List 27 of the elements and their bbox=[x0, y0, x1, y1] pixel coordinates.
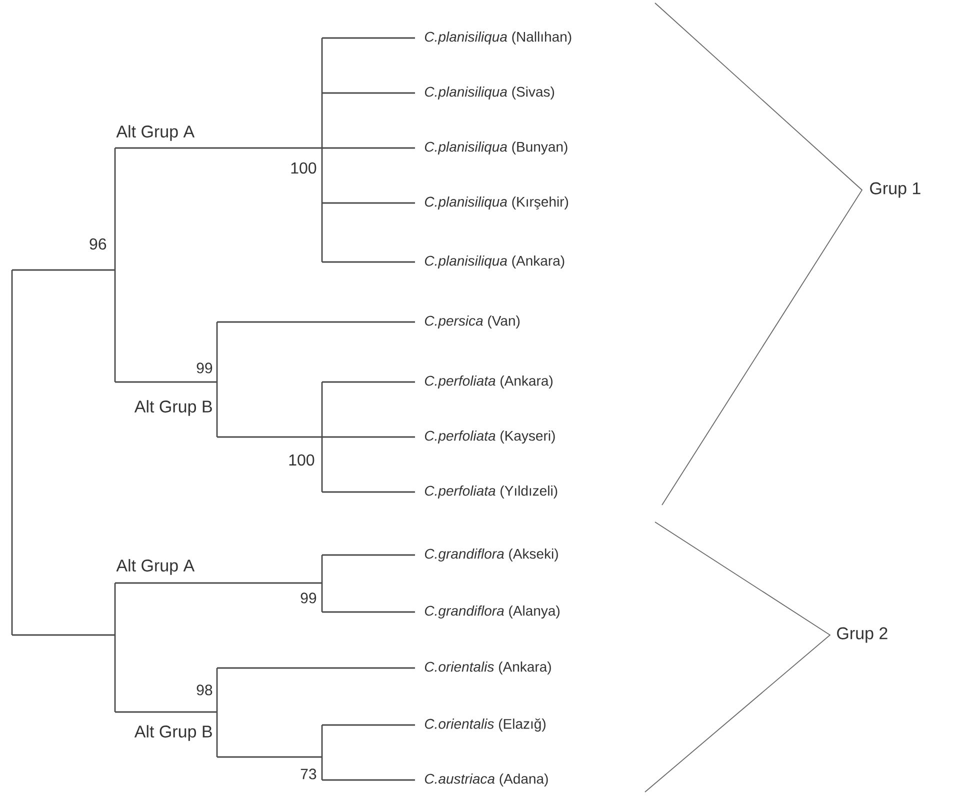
bootstrap-value: 100 bbox=[289, 454, 314, 466]
group-label: Grup 2 bbox=[837, 627, 888, 643]
bootstrap-value: 73 bbox=[300, 768, 316, 780]
taxon-label: C.perfoliata (Ankara) bbox=[424, 375, 552, 389]
taxon-label: C.planisiliqua (Nallıhan) bbox=[424, 31, 572, 45]
taxon-label: C.persica (Van) bbox=[424, 315, 520, 329]
taxon-label: C.planisiliqua (Bunyan) bbox=[424, 141, 568, 155]
clade-label: Alt Grup B bbox=[134, 725, 212, 741]
bootstrap-value: 96 bbox=[90, 238, 106, 250]
taxon-label: C.orientalis (Elazığ) bbox=[424, 718, 546, 732]
group-label: Grup 1 bbox=[870, 182, 920, 198]
taxon-label: C.grandiflora (Alanya) bbox=[424, 605, 560, 619]
clade-label: Alt Grup A bbox=[116, 559, 195, 575]
bootstrap-value: 99 bbox=[196, 362, 212, 374]
clade-label: Alt Grup B bbox=[134, 400, 212, 416]
bootstrap-value: 99 bbox=[300, 592, 316, 604]
taxon-label: C.grandiflora (Akseki) bbox=[424, 548, 558, 562]
taxon-label: C.orientalis (Ankara) bbox=[424, 661, 551, 675]
bootstrap-value: 98 bbox=[196, 684, 212, 696]
taxon-label: C.perfoliata (Kayseri) bbox=[424, 430, 555, 444]
clade-label: Alt Grup A bbox=[116, 125, 195, 141]
taxon-label: C.planisiliqua (Ankara) bbox=[424, 255, 564, 269]
taxon-label: C.perfoliata (Yıldızeli) bbox=[424, 485, 558, 499]
taxon-label: C.austriaca (Adana) bbox=[424, 773, 548, 787]
taxon-label: C.planisiliqua (Sivas) bbox=[424, 86, 554, 100]
bootstrap-value: 100 bbox=[291, 162, 316, 174]
taxon-label: C.planisiliqua (Kırşehir) bbox=[424, 196, 568, 210]
